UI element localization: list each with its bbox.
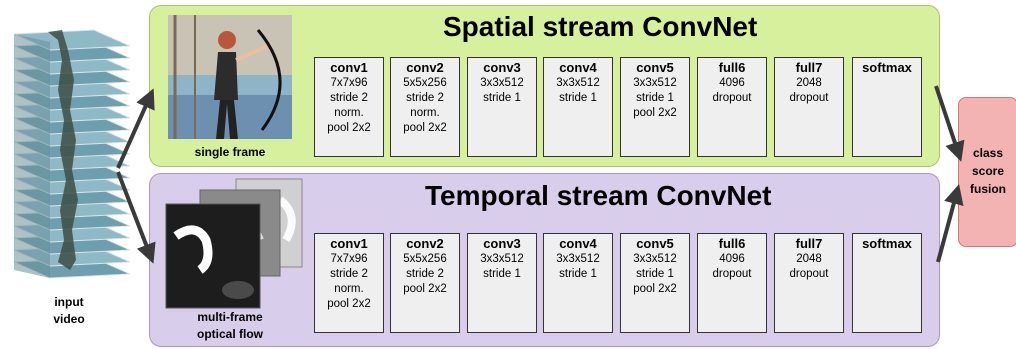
spatial-layer-conv3: conv3 3x3x512 stride 1 — [467, 57, 537, 157]
arrow-spatial-to-fusion — [934, 85, 965, 162]
arrow-input-to-spatial — [116, 88, 155, 169]
spatial-layer-softmax: softmax — [852, 57, 922, 157]
spatial-layer-full6: full6 4096 dropout — [697, 57, 767, 157]
layer-name: full7 — [795, 236, 823, 251]
spatial-stream-title: Spatial stream ConvNet — [443, 11, 758, 42]
arrow-temporal-to-fusion — [936, 184, 964, 263]
layer-name: softmax — [862, 236, 912, 251]
layer-name: conv1 — [330, 60, 368, 75]
layer-name: full6 — [718, 60, 746, 75]
temporal-layer-conv2: conv2 5x5x256 stride 2 pool 2x2 — [390, 233, 460, 333]
class-score-fusion-box — [958, 97, 1016, 247]
temporal-layer-full7: full7 2048 dropout — [774, 233, 844, 333]
layer-name: conv2 — [406, 236, 444, 251]
layer-details: 5x5x256 stride 2 pool 2x2 — [403, 253, 447, 295]
temporal-stream-title: Temporal stream ConvNet — [425, 180, 772, 211]
layer-details: 3x3x512 stride 1 — [480, 77, 524, 104]
layer-details: 3x3x512 stride 1 pool 2x2 — [633, 77, 677, 119]
spatial-layer-conv5: conv5 3x3x512 stride 1 pool 2x2 — [620, 57, 690, 157]
layer-name: conv3 — [483, 60, 521, 75]
layer-details: 3x3x512 stride 1 pool 2x2 — [633, 253, 677, 295]
layer-details: 3x3x512 stride 1 — [556, 77, 600, 104]
optical-flow-caption: multi-frame optical flow — [197, 310, 263, 341]
layer-name: full6 — [718, 236, 746, 251]
temporal-layer-conv1: conv1 7x7x96 stride 2 norm. pool 2x2 — [314, 233, 384, 333]
temporal-layer-conv5: conv5 3x3x512 stride 1 pool 2x2 — [620, 233, 690, 333]
spatial-layer-conv2: conv2 5x5x256 stride 2 norm. pool 2x2 — [390, 57, 460, 157]
temporal-layer-softmax: softmax — [852, 233, 922, 333]
arrow-input-to-temporal — [116, 171, 156, 264]
layer-details: 2048 dropout — [789, 77, 829, 104]
temporal-layer-conv3: conv3 3x3x512 stride 1 — [467, 233, 537, 333]
layer-name: conv4 — [559, 236, 597, 251]
layer-details: 7x7x96 stride 2 norm. pool 2x2 — [327, 77, 371, 134]
single-frame-caption: single frame — [194, 145, 266, 159]
class-score-fusion-label: class score fusion — [970, 146, 1006, 196]
layer-name: conv2 — [406, 60, 444, 75]
layer-details: 7x7x96 stride 2 norm. pool 2x2 — [327, 253, 371, 310]
layer-name: conv1 — [330, 236, 368, 251]
layer-details: 4096 dropout — [712, 77, 752, 104]
spatial-layer-full7: full7 2048 dropout — [774, 57, 844, 157]
layer-name: softmax — [862, 60, 912, 75]
layer-name: conv5 — [636, 60, 674, 75]
layer-name: full7 — [795, 60, 823, 75]
temporal-layer-full6: full6 4096 dropout — [697, 233, 767, 333]
layer-details: 3x3x512 stride 1 — [480, 253, 524, 280]
layer-details: 4096 dropout — [712, 253, 752, 280]
layer-name: conv5 — [636, 236, 674, 251]
spatial-layer-conv4: conv4 3x3x512 stride 1 — [543, 57, 613, 157]
input-video-label: input video — [53, 295, 85, 326]
spatial-layer-conv1: conv1 7x7x96 stride 2 norm. pool 2x2 — [314, 57, 384, 157]
layer-details: 3x3x512 stride 1 — [556, 253, 600, 280]
layer-name: conv3 — [483, 236, 521, 251]
temporal-layer-conv4: conv4 3x3x512 stride 1 — [543, 233, 613, 333]
layer-details: 5x5x256 stride 2 norm. pool 2x2 — [403, 77, 447, 134]
layer-details: 2048 dropout — [789, 253, 829, 280]
layer-name: conv4 — [559, 60, 597, 75]
